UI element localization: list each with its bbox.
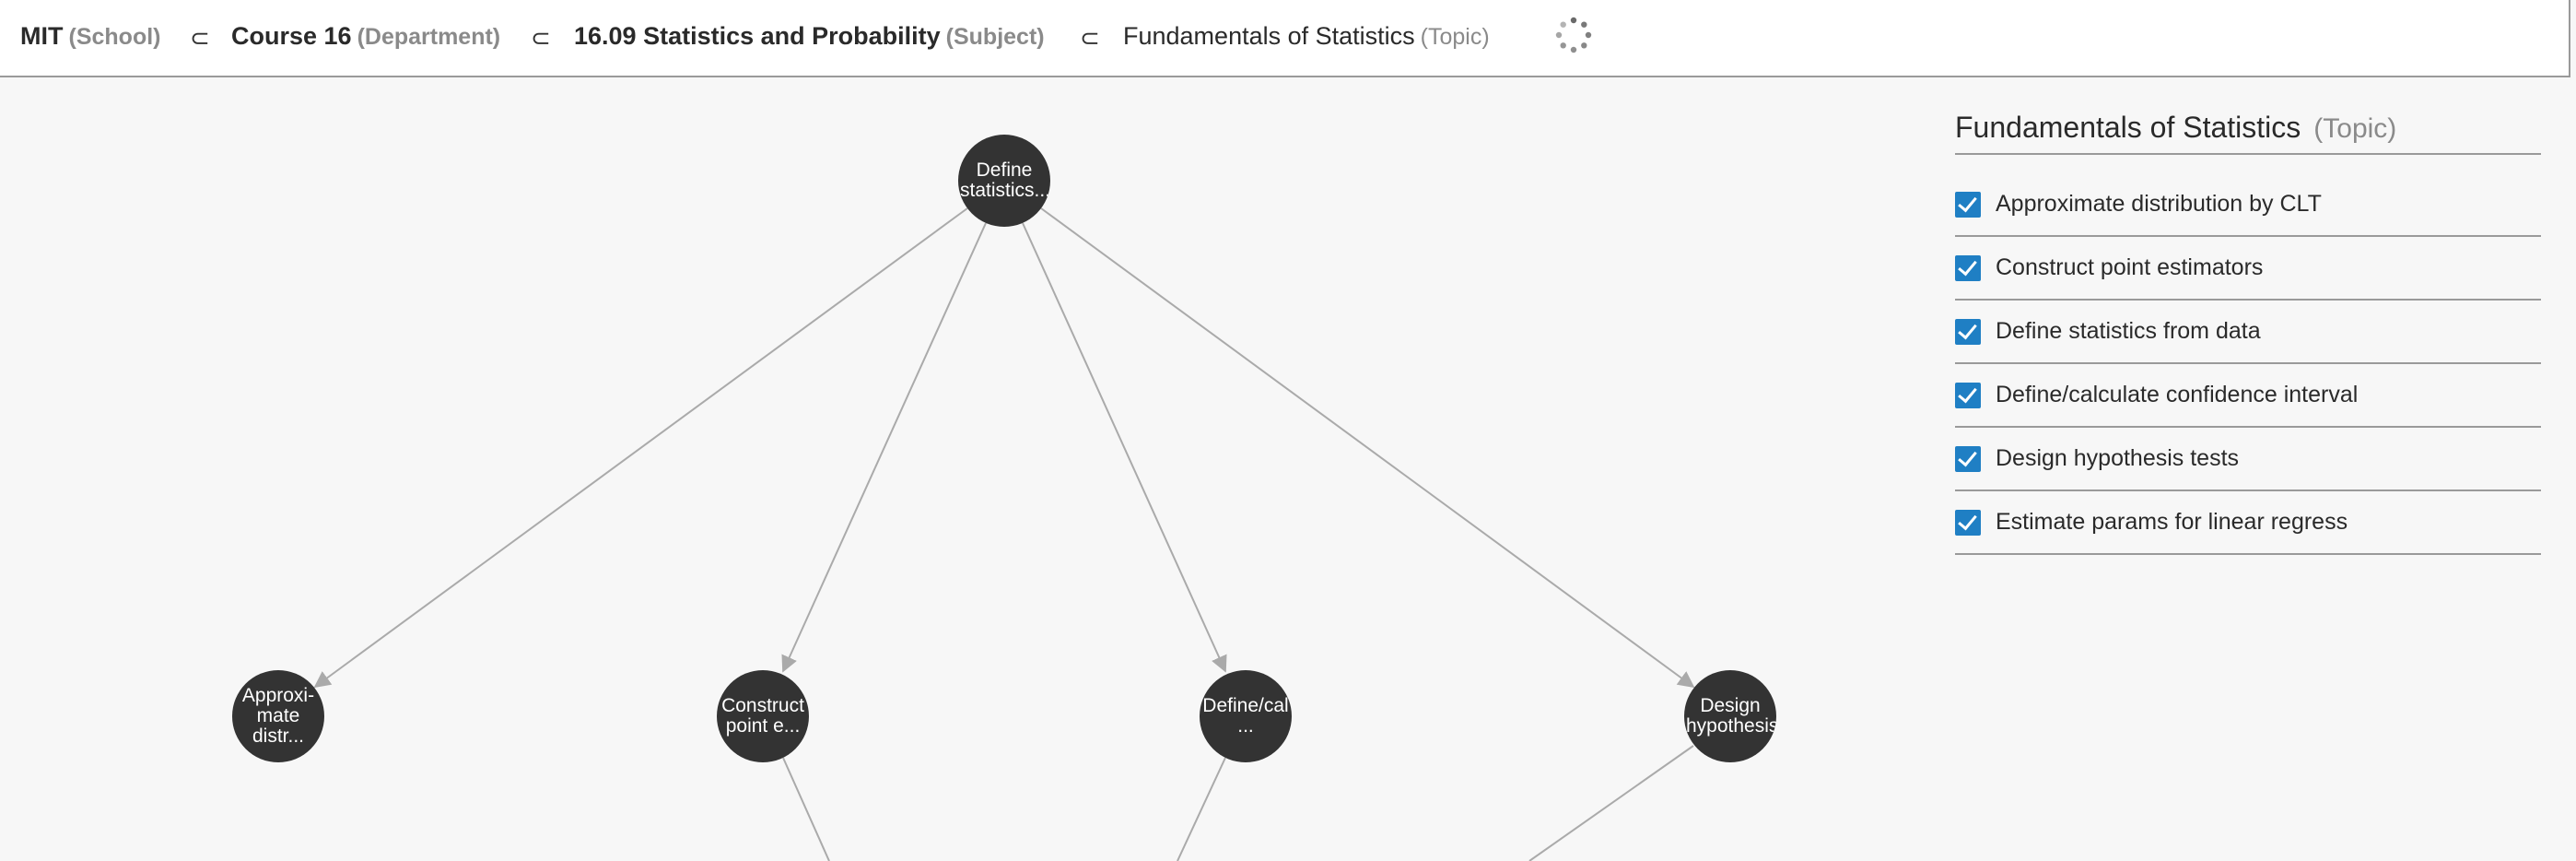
breadcrumb-name: Course 16 <box>231 22 352 50</box>
checkbox-checked-icon[interactable] <box>1955 382 1981 408</box>
objective-item[interactable]: Approximate distribution by CLT <box>1955 173 2541 237</box>
node-label-line: Define <box>976 159 1033 181</box>
node-label-line: Design <box>1700 695 1761 716</box>
node-label: Design hypothesis... <box>1686 695 1776 737</box>
edge-root-to-design <box>1040 207 1695 689</box>
objective-item[interactable]: Estimate params for linear regress <box>1955 491 2541 555</box>
node-label: Define statistics... <box>960 159 1050 201</box>
objective-item[interactable]: Define statistics from data <box>1955 301 2541 364</box>
graph-node-approximate-distribution[interactable]: Approxi- mate distr... <box>232 670 324 762</box>
graph-edges <box>313 207 1695 861</box>
breadcrumb-item-subject[interactable]: 16.09 Statistics and Probability(Subject… <box>574 20 1045 53</box>
breadcrumb-kind: (Subject) <box>945 24 1045 50</box>
breadcrumb-separator: ⊂ <box>531 24 551 52</box>
node-label-line: point e... <box>725 715 801 737</box>
checkbox-checked-icon[interactable] <box>1955 191 1981 218</box>
loading-spinner-icon <box>1555 17 1592 53</box>
edge-root-to-define-cal <box>1022 222 1227 673</box>
node-label: Approxi- mate distr... <box>234 686 322 747</box>
graph-node-define-calculate-confidence[interactable]: Define/cal ... <box>1200 670 1292 762</box>
topic-sidebar: Fundamentals of Statistics (Topic) Approx… <box>1955 101 2541 555</box>
objective-item[interactable]: Construct point estimators <box>1955 237 2541 301</box>
node-label: Construct point e... <box>719 696 807 737</box>
breadcrumb-name: 16.09 Statistics and Probability <box>574 22 941 50</box>
node-label-line: ... <box>1237 715 1254 737</box>
edge-design-down <box>1528 745 1694 861</box>
node-label: Define/cal ... <box>1201 696 1290 737</box>
checkbox-checked-icon[interactable] <box>1955 509 1981 536</box>
breadcrumb-item-department[interactable]: Course 16(Department) <box>231 20 500 53</box>
node-label-line: Define/cal <box>1202 695 1289 716</box>
checkbox-checked-icon[interactable] <box>1955 254 1981 281</box>
checkbox-checked-icon[interactable] <box>1955 445 1981 472</box>
node-label-line: distr... <box>252 725 305 747</box>
breadcrumb-separator: ⊂ <box>1080 24 1100 52</box>
sidebar-title: Fundamentals of Statistics (Topic) <box>1955 101 2541 155</box>
node-label-line: Approxi- <box>241 685 315 706</box>
breadcrumb-kind: (School) <box>68 24 161 50</box>
breadcrumb-kind: (Department) <box>357 24 501 50</box>
breadcrumb-item-topic[interactable]: Fundamentals of Statistics(Topic) <box>1123 20 1490 53</box>
graph-node-design-hypothesis[interactable]: Design hypothesis... <box>1684 670 1776 762</box>
node-label-line: hypothesis... <box>1686 715 1776 737</box>
graph-node-construct-point-estimators[interactable]: Construct point e... <box>717 670 809 762</box>
breadcrumb: MIT(School) ⊂ Course 16(Department) ⊂ 16… <box>0 0 2570 77</box>
edge-root-to-construct <box>781 222 987 673</box>
sidebar-title-kind: (Topic) <box>2313 113 2397 144</box>
objective-label: Construct point estimators <box>1996 254 2264 280</box>
breadcrumb-separator: ⊂ <box>190 24 210 52</box>
graph-node-define-statistics[interactable]: Define statistics... <box>958 135 1050 227</box>
objective-label: Define statistics from data <box>1996 318 2261 344</box>
breadcrumb-name: Fundamentals of Statistics <box>1123 22 1415 50</box>
node-label-line: statistics... <box>960 180 1050 201</box>
objective-label: Approximate distribution by CLT <box>1996 191 2322 217</box>
edge-construct-down <box>782 757 830 861</box>
concept-graph: Define statistics... Approxi- mate distr… <box>0 77 1889 861</box>
breadcrumb-kind: (Topic) <box>1420 24 1490 50</box>
checkbox-checked-icon[interactable] <box>1955 318 1981 345</box>
objective-item[interactable]: Design hypothesis tests <box>1955 428 2541 491</box>
objective-label: Define/calculate confidence interval <box>1996 382 2359 407</box>
objective-label: Estimate params for linear regress <box>1996 509 2348 535</box>
breadcrumb-item-school[interactable]: MIT(School) <box>20 20 161 53</box>
node-label-line: Construct <box>721 695 804 716</box>
node-label-line: mate <box>256 705 300 726</box>
objective-label: Design hypothesis tests <box>1996 445 2240 471</box>
objective-list: Approximate distribution by CLT Construc… <box>1955 173 2541 555</box>
objective-item[interactable]: Define/calculate confidence interval <box>1955 364 2541 428</box>
sidebar-title-name: Fundamentals of Statistics <box>1955 111 2301 144</box>
edge-define-cal-down <box>1177 757 1226 861</box>
breadcrumb-name: MIT <box>20 22 64 50</box>
edge-root-to-approximate <box>313 207 968 689</box>
